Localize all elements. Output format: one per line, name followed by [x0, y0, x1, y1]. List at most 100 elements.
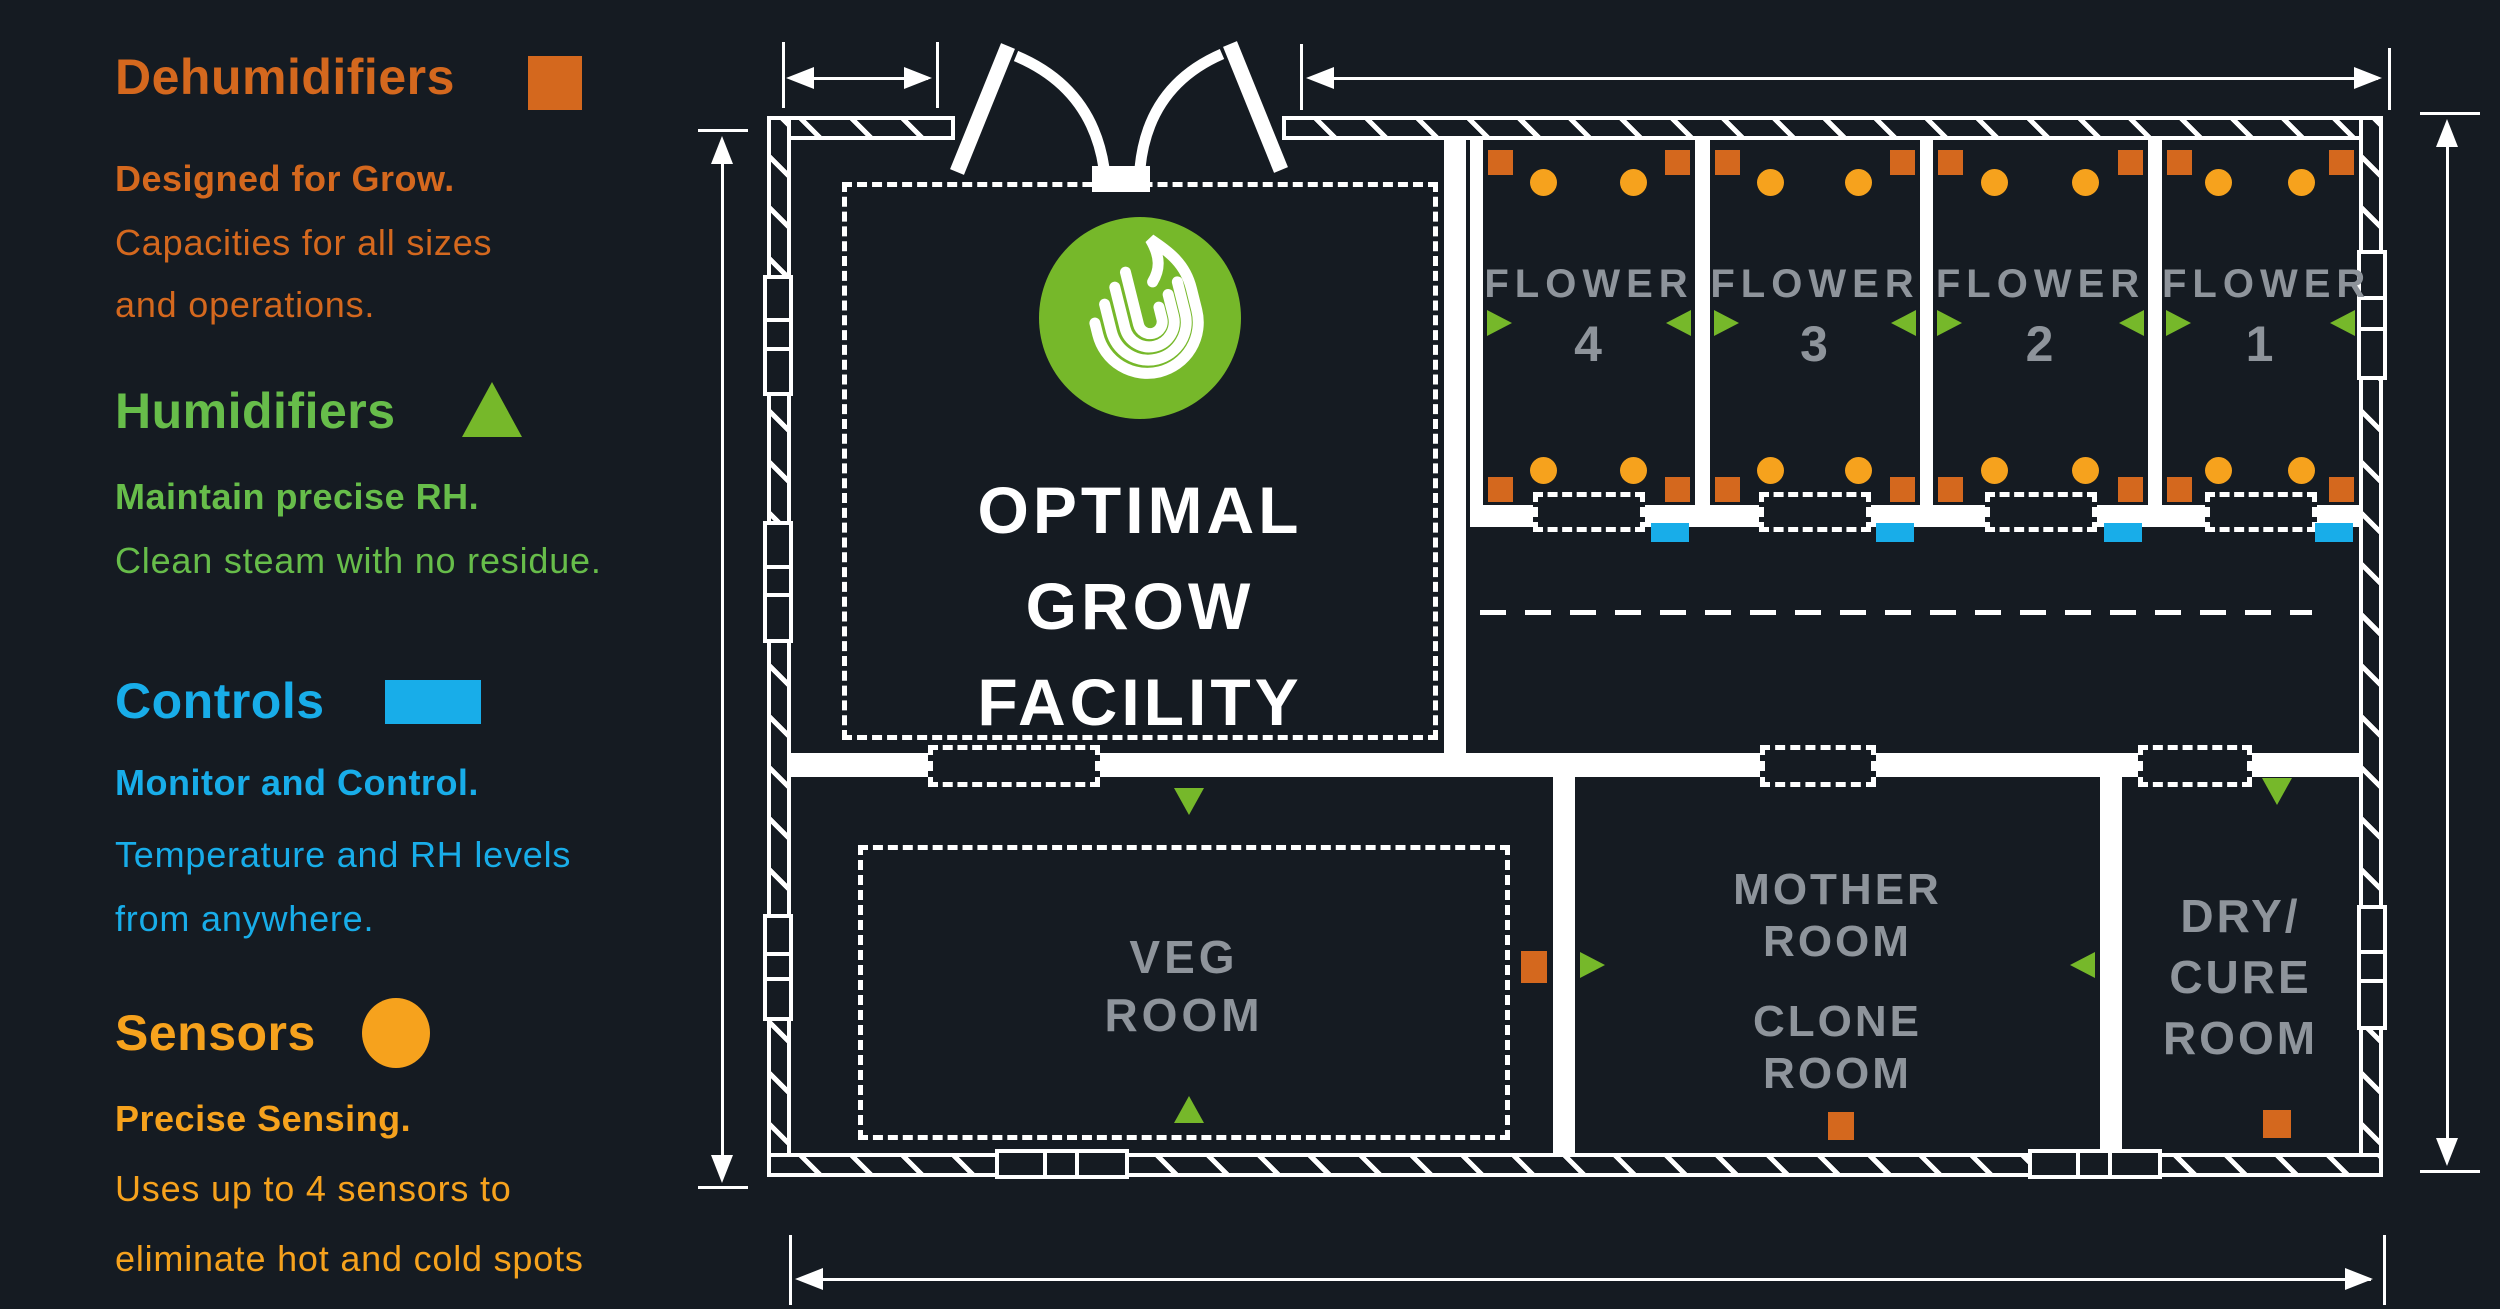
door-dashed [1533, 492, 1645, 532]
door-swing-arc [1013, 50, 1110, 169]
dehumidifier-icon [2167, 150, 2192, 175]
legend-dehumidifiers-line: and operations. [115, 284, 376, 325]
dehumidifier-icon [1715, 477, 1740, 502]
dehumidifier-icon [1828, 1112, 1854, 1140]
flower-room-2: FLOWER 2 [1933, 140, 2148, 542]
dehumidifier-icon [2118, 477, 2143, 502]
legend-dehumidifiers-title: Dehumidifiers [115, 49, 455, 105]
sensor-swatch-icon [362, 998, 430, 1068]
dehumidifier-icon [1938, 150, 1963, 175]
humidifier-icon [2119, 310, 2144, 336]
dehumidifier-icon [2329, 150, 2354, 175]
dehumidifier-swatch-icon [528, 56, 582, 110]
dim-line [2446, 132, 2449, 1142]
control-icon [1651, 523, 1689, 542]
water-drop-icon [1089, 234, 1204, 379]
flower-block-bottom-wall [1470, 505, 2359, 527]
window-icon [763, 275, 793, 396]
legend-controls-tagline: Monitor and Control. [115, 762, 479, 803]
sensor-icon [1845, 169, 1873, 196]
arrow-right-icon [2354, 67, 2382, 89]
sensor-icon [1756, 457, 1784, 484]
humidifier-icon [1174, 788, 1204, 815]
sensor-icon [1619, 169, 1647, 196]
humidifier-icon [1580, 952, 1605, 978]
control-icon [1876, 523, 1914, 542]
arrow-left-icon [786, 67, 814, 89]
humidifier-icon [1487, 310, 1512, 336]
flower-room-4-label: FLOWER 4 [1484, 262, 1694, 372]
sensor-icon [1619, 457, 1647, 484]
mother-room-label: MOTHER ROOM [1733, 865, 1942, 966]
dim-tick [698, 129, 748, 132]
exterior-wall-top-right [1282, 116, 2383, 140]
sensor-icon [1756, 169, 1784, 196]
dim-tick [2388, 48, 2391, 110]
sensor-icon [1845, 457, 1873, 484]
dehumidifier-icon [1665, 150, 1690, 175]
grow-brand-logo [1039, 217, 1241, 419]
door-dashed [2204, 492, 2317, 532]
control-icon [2315, 523, 2353, 542]
dehumidifier-icon [1890, 150, 1915, 175]
arrow-right-icon [904, 67, 932, 89]
veg-bench-dashed-area [858, 845, 1510, 1140]
legend-dehumidifiers-tagline: Designed for Grow. [115, 158, 455, 199]
flower-divider-wall [1695, 140, 1710, 505]
mother-dry-divider-wall [2100, 777, 2122, 1153]
flower-room-4: FLOWER 4 [1483, 140, 1695, 542]
sensor-icon [1530, 457, 1558, 484]
door-leaf [950, 43, 1015, 175]
humidifier-icon [2330, 310, 2355, 336]
dim-tick [2420, 112, 2480, 115]
flower-room-3: FLOWER 3 [1710, 140, 1920, 542]
facility-title-line: GROW [1025, 569, 1255, 643]
sensor-icon [2071, 457, 2099, 484]
humidifier-icon [1937, 310, 1962, 336]
legend-humidifiers-tagline: Maintain precise RH. [115, 476, 480, 517]
control-icon [2104, 523, 2142, 542]
dehumidifier-icon [2329, 477, 2354, 502]
legend-sensors-tagline: Precise Sensing. [115, 1098, 412, 1139]
arrow-left-icon [795, 1268, 823, 1290]
legend-controls-title: Controls [115, 673, 325, 729]
dehumidifier-icon [1665, 477, 1690, 502]
dehumidifier-icon [2167, 477, 2192, 502]
legend-sensors-line: eliminate hot and cold spots [115, 1238, 584, 1279]
dim-line [1316, 77, 2378, 80]
facility-label-dashed-box [842, 182, 1438, 740]
dehumidifier-icon [1488, 150, 1513, 175]
arrow-down-icon [2436, 1138, 2458, 1166]
humidifier-icon [1174, 1096, 1204, 1123]
flower-room-3-label: FLOWER 3 [1710, 262, 1920, 372]
dehumidifier-icon [1488, 477, 1513, 502]
humidifier-swatch-icon [462, 382, 522, 437]
dehumidifier-icon [1521, 951, 1547, 983]
flower-divider-wall [2148, 140, 2162, 505]
dim-tick [782, 42, 785, 108]
dim-tick [936, 42, 939, 108]
sensor-icon [1981, 169, 2009, 196]
veg-room-label: VEG ROOM [1104, 931, 1264, 1041]
lobby-right-wall [1444, 140, 1466, 777]
door-dashed [928, 745, 1100, 787]
door-stop [1092, 166, 1150, 192]
arrow-down-icon [711, 1155, 733, 1183]
facility-title-line: OPTIMAL [977, 473, 1303, 547]
dim-tick [1300, 44, 1303, 110]
dim-tick [698, 1186, 748, 1189]
humidifier-icon [1891, 310, 1916, 336]
window-icon [763, 914, 793, 1021]
arrow-left-icon [1306, 67, 1334, 89]
exterior-wall-top-left [767, 116, 955, 140]
flower-divider-wall [1920, 140, 1933, 505]
flower-block-left-wall [1470, 140, 1483, 527]
sensor-icon [1981, 457, 2009, 484]
dim-tick [2420, 1170, 2480, 1173]
dim-line [803, 1278, 2371, 1281]
door-leaf [1223, 41, 1288, 173]
legend-controls-line: Temperature and RH levels [115, 834, 572, 875]
sensor-icon [2205, 169, 2233, 196]
facility-title-line: FACILITY [977, 665, 1303, 739]
